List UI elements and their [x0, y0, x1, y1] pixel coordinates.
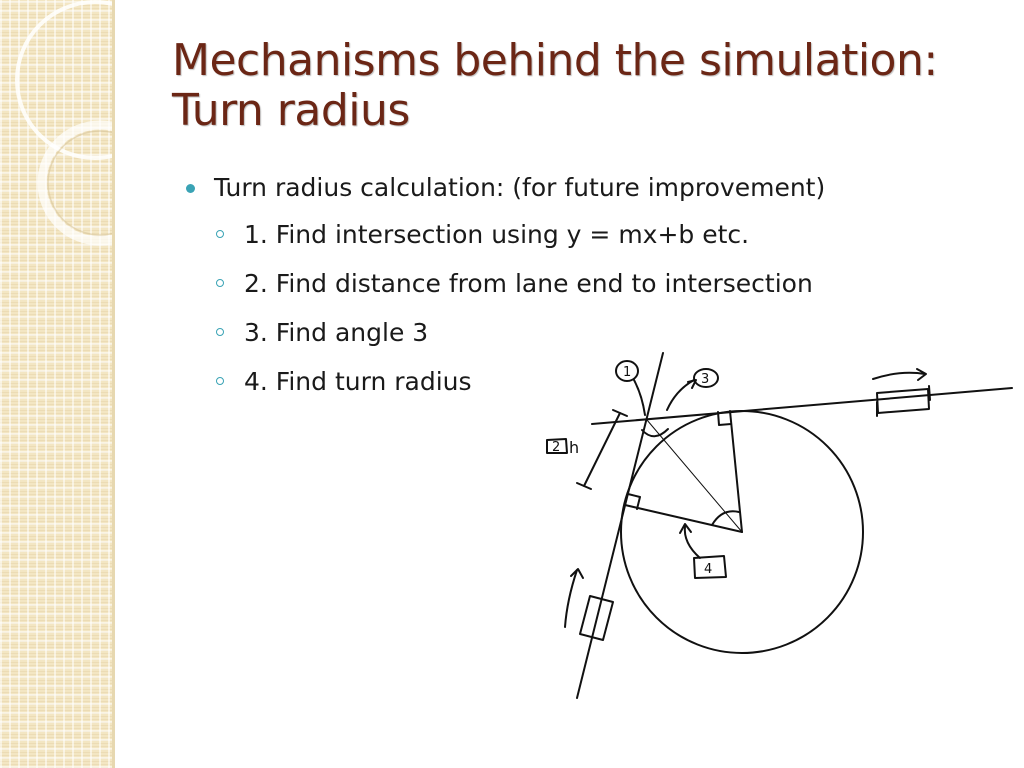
main-bullet-text: Turn radius calculation: (for future imp…	[214, 173, 826, 202]
label-3-circle	[693, 368, 719, 388]
dimension-tick-bottom	[576, 482, 592, 490]
turn-radius-diagram: 1 3 2 h 4	[546, 352, 1013, 699]
main-bullet: Turn radius calculation: (for future imp…	[186, 168, 910, 208]
step-text: 3. Find angle 3	[244, 318, 429, 347]
label-4-box	[693, 555, 727, 579]
ring-bullet-icon	[216, 279, 224, 287]
step-item: 4. Find turn radius	[190, 357, 910, 406]
decorative-sidebar	[0, 0, 112, 768]
turn-circle	[620, 410, 864, 654]
incoming-car	[579, 595, 614, 641]
label-1-circle	[615, 360, 639, 382]
step-item: 3. Find angle 3	[190, 308, 910, 357]
label-1-pointer	[633, 379, 646, 416]
label-4-text: 4	[704, 562, 712, 577]
incoming-direction-arrowhead	[570, 568, 584, 579]
label-1-text: 1	[623, 365, 631, 380]
incoming-lane-line	[576, 352, 664, 699]
step-item: 2. Find distance from lane end to inters…	[190, 259, 910, 308]
radius-to-incoming	[624, 504, 743, 533]
right-angle-mark	[717, 411, 732, 426]
dimension-tick-top	[612, 409, 628, 417]
radius-to-outgoing	[729, 410, 743, 533]
outgoing-direction-arrowhead	[916, 368, 927, 381]
incoming-direction-arrow	[564, 569, 578, 628]
label-h-text: h	[569, 438, 579, 457]
label-3-text: 3	[701, 372, 709, 387]
distance-dimension-line	[583, 412, 621, 487]
slide-content: Turn radius calculation: (for future imp…	[186, 168, 910, 406]
slide-title-line-1: Mechanisms behind the simulation:	[172, 35, 938, 86]
decorative-rings	[15, 0, 112, 246]
label-4-pointer	[683, 525, 701, 559]
step-list: 1. Find intersection using y = mx+b etc.…	[190, 210, 910, 406]
angle-3-arc	[641, 428, 669, 438]
step-text: 1. Find intersection using y = mx+b etc.	[244, 220, 750, 249]
bullet-dot-icon	[186, 184, 195, 193]
label-4-arrowhead	[679, 523, 692, 534]
step-text: 2. Find distance from lane end to inters…	[244, 269, 813, 298]
slide-title: Mechanisms behind the simulation: Turn r…	[172, 36, 992, 136]
sidebar-edge	[112, 0, 115, 768]
right-angle-mark	[627, 493, 641, 510]
label-3-arrowhead	[687, 379, 697, 389]
label-3-pointer	[666, 379, 695, 411]
outgoing-direction-arrow	[872, 371, 926, 380]
outgoing-lane-line	[591, 387, 1013, 425]
ring-bullet-icon	[216, 230, 224, 238]
intersection-to-center	[646, 419, 743, 533]
label-2-box	[546, 438, 568, 454]
slide-title-line-2: Turn radius	[172, 85, 410, 136]
step-text: 4. Find turn radius	[244, 367, 472, 396]
ring-bullet-icon	[216, 377, 224, 385]
outgoing-car	[876, 388, 930, 414]
angle-4-arc	[711, 510, 740, 526]
ring-bullet-icon	[216, 328, 224, 336]
outgoing-car-axle	[928, 385, 931, 401]
label-2-text: 2	[552, 440, 560, 455]
step-item: 1. Find intersection using y = mx+b etc.	[190, 210, 910, 259]
